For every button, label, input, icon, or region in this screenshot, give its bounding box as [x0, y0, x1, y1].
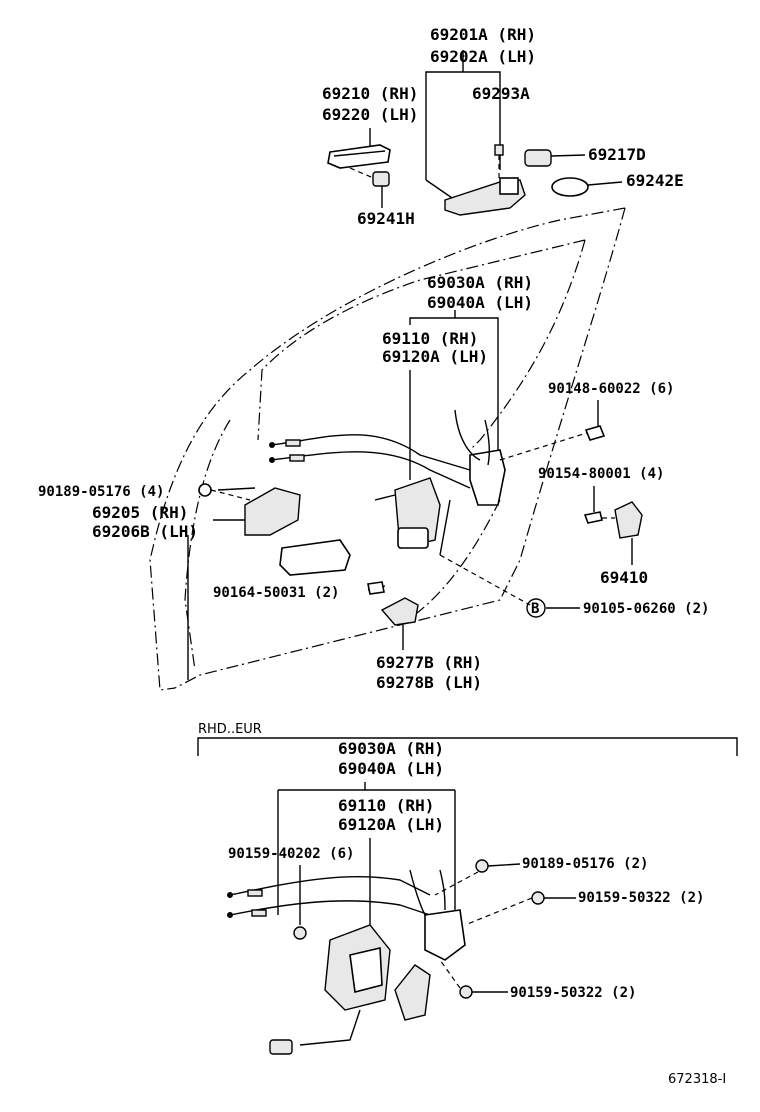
inside-handle-assembly	[187, 483, 351, 680]
part-69277b	[380, 597, 419, 626]
rod-end-bottom	[269, 1039, 293, 1055]
screw-90164-part	[367, 581, 385, 595]
part-69242e	[551, 177, 589, 197]
lock-latch-part	[469, 449, 506, 506]
bolt-90159-50322b	[459, 985, 473, 999]
handle-pad-part	[372, 171, 390, 187]
label-69040a-bot: 69040A (LH)	[338, 759, 444, 778]
label-69220: 69220 (LH)	[322, 105, 418, 124]
bolt-90159-50322a	[531, 891, 545, 905]
label-90159-40202: 90159-40202 (6)	[228, 846, 354, 862]
door-lock-assembly-top	[269, 310, 591, 556]
cable-end-top	[285, 439, 301, 447]
label-90189-bot: 90189-05176 (2)	[522, 856, 648, 872]
label-69110-bot: 69110 (RH)	[338, 796, 434, 815]
cable-end-bottom	[289, 454, 305, 462]
label-69202a: 69202A (LH)	[430, 47, 536, 66]
small-parts-right	[524, 149, 623, 197]
label-69120a-bot: 69120A (LH)	[338, 815, 444, 834]
inside-handle-part	[244, 487, 301, 536]
label-90154: 90154-80001 (4)	[538, 466, 664, 482]
outside-handle-assembly	[425, 50, 526, 216]
label-69206b: 69206B (LH)	[92, 522, 198, 541]
label-69241h: 69241H	[357, 209, 415, 228]
bolt-90159-40202	[293, 926, 307, 940]
lower-handle-parts	[367, 554, 580, 650]
screw-90189-bot	[475, 859, 489, 873]
screw-90154-part	[583, 511, 603, 524]
ref-code: 672318-I	[668, 1072, 726, 1087]
lock-latch-bottom	[424, 909, 466, 961]
label-90164: 90164-50031 (2)	[213, 585, 339, 601]
label-69242e: 69242E	[626, 171, 684, 190]
callout-b-circle	[526, 598, 546, 618]
screw-90189-top	[198, 483, 212, 497]
bolt-90148-part	[584, 400, 606, 441]
label-69030a-bot: 69030A (RH)	[338, 739, 444, 758]
label-69205: 69205 (RH)	[92, 503, 188, 522]
label-69217d: 69217D	[588, 145, 646, 164]
label-90105: 90105-06260 (2)	[583, 601, 709, 617]
lock-bracket-bottom	[394, 964, 431, 1021]
label-90148: 90148-60022 (6)	[548, 381, 674, 397]
cable-end-bot-2	[251, 909, 267, 917]
section-title: RHD..EUR	[198, 722, 262, 737]
inside-handle-bezel	[279, 539, 351, 576]
striker-69410-part	[614, 501, 643, 539]
label-90159-50322a: 90159-50322 (2)	[578, 890, 704, 906]
door-lock-assembly-bottom	[227, 782, 576, 1055]
label-69293a: 69293A	[472, 84, 530, 103]
door-handle-part	[327, 128, 391, 208]
callout-b-letter: B	[531, 601, 539, 617]
striker-assembly	[583, 486, 643, 565]
cable-end-bot-1	[247, 889, 263, 897]
label-69277b: 69277B (RH)	[376, 653, 482, 672]
label-69278b: 69278B (LH)	[376, 673, 482, 692]
label-69030a-top: 69030A (RH)	[427, 273, 533, 292]
label-69210: 69210 (RH)	[322, 84, 418, 103]
handle-frame-screw	[494, 144, 504, 156]
door-outline	[149, 207, 626, 691]
lock-cover-bottom	[349, 947, 383, 994]
lock-motor-cover	[397, 527, 429, 549]
label-69040a-top: 69040A (LH)	[427, 293, 533, 312]
handle-frame-clip	[499, 177, 519, 195]
part-69217d	[524, 149, 552, 167]
label-69110-top: 69110 (RH)	[382, 329, 478, 348]
section-bracket	[197, 737, 738, 756]
label-69201a: 69201A (RH)	[430, 25, 536, 44]
label-90159-50322b: 90159-50322 (2)	[510, 985, 636, 1001]
label-69410: 69410	[600, 568, 648, 587]
label-69120a-top: 69120A (LH)	[382, 347, 488, 366]
label-90189-top: 90189-05176 (4)	[38, 484, 164, 500]
